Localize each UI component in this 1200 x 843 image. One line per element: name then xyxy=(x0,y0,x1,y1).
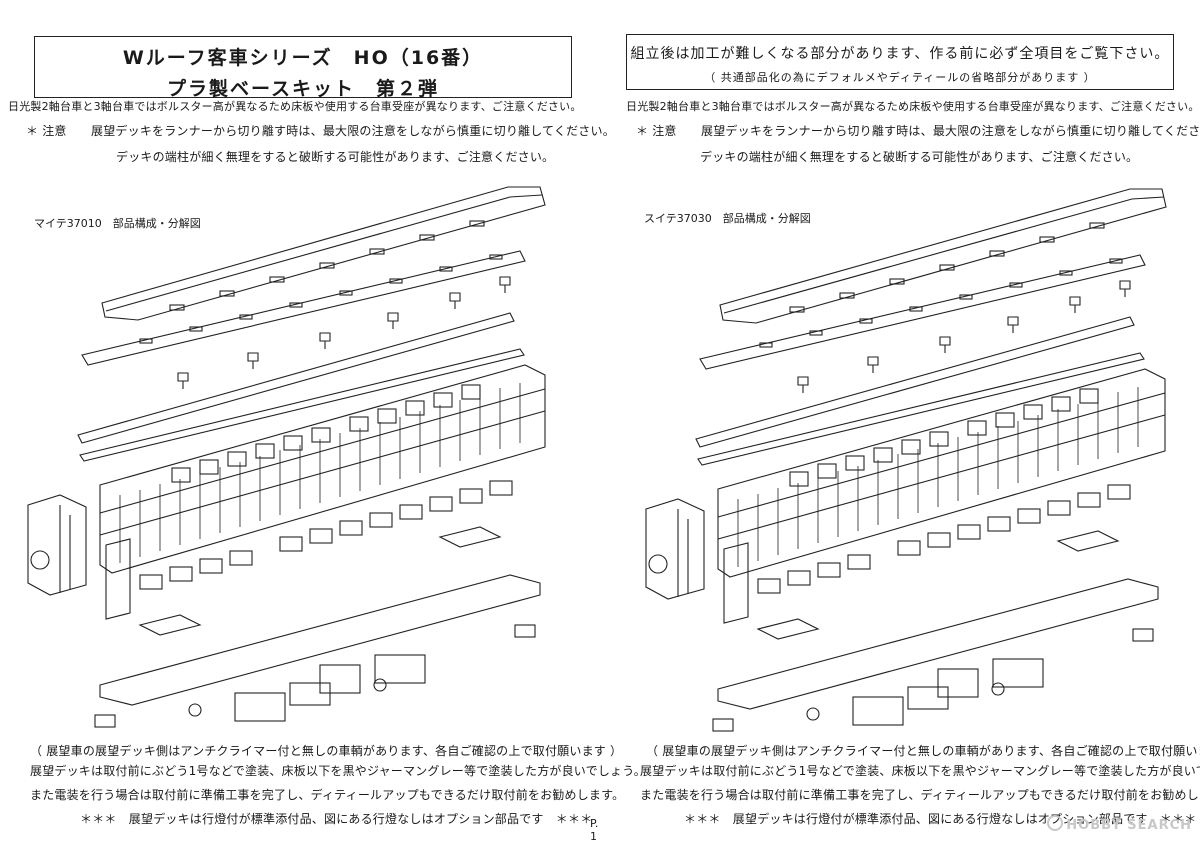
deck-caution-2: デッキの端柱が細く無理をすると破断する可能性があります、ご注意ください。 xyxy=(116,150,555,164)
watermark-logo-icon xyxy=(1047,815,1064,831)
roof-vents xyxy=(789,222,1105,313)
side-panels xyxy=(737,387,1139,567)
underframe xyxy=(717,578,1159,710)
roof-rail xyxy=(77,312,515,444)
exploded-diagram xyxy=(645,188,1167,732)
underframe xyxy=(99,574,541,706)
clerestory-part xyxy=(81,250,526,366)
figure-caption: スイテ37030 部品構成・分解図 xyxy=(644,212,811,225)
clerestory-windows xyxy=(139,254,503,344)
notice-box: 組立後は加工が難しくなる部分があります、作る前に必ず全項目をご覧下さい。 （ 共… xyxy=(626,34,1174,90)
footer-note-2: 展望デッキは取付前にぶどう1号などで塗装、床板以下を黒やジャーマングレー等で塗装… xyxy=(30,764,646,778)
upper-windows xyxy=(171,384,481,483)
footer-note-4: ＊＊＊ 展望デッキは行燈付が標準添付品、図にある行燈なしはオプション部品です ＊… xyxy=(80,812,593,826)
page-number: P. 1 xyxy=(590,817,599,843)
left-page: Wルーフ客車シリーズ HO（16番） プラ製ベースキット 第２弾 日光製2軸台車… xyxy=(0,0,646,843)
bogie-parts xyxy=(94,624,536,728)
bogie-parts xyxy=(712,628,1154,732)
bolster-note: 日光製2軸台車と3軸台車ではボルスター高が異なるため床板や使用する台車受座が異な… xyxy=(626,100,1200,113)
roof-part xyxy=(719,188,1167,324)
notice-line-1: 組立後は加工が難しくなる部分があります、作る前に必ず全項目をご覧下さい。 xyxy=(630,46,1170,62)
window-inserts xyxy=(757,484,1131,594)
watermark: HOBBY SEARCH xyxy=(1047,815,1192,833)
deck-caution-1: ＊ 注意 展望デッキをランナーから切り離す時は、最大限の注意をしながら慎重に切り… xyxy=(636,124,1200,138)
exploded-diagram xyxy=(27,186,546,728)
observation-deck xyxy=(645,498,705,600)
ventilators xyxy=(177,276,511,389)
figure-caption: マイテ37010 部品構成・分解図 xyxy=(34,217,201,230)
clerestory-part xyxy=(699,254,1146,370)
footer-note-2: 展望デッキは取付前にぶどう1号などで塗装、床板以下を黒やジャーマングレー等で塗装… xyxy=(640,764,1200,778)
car-body-side xyxy=(99,364,546,574)
ventilators xyxy=(797,280,1131,393)
footer-note-3: また電装を行う場合は取付前に準備工事を完了し、ディティールアップもできるだけ取付… xyxy=(30,788,625,802)
upper-windows xyxy=(789,388,1099,487)
car-body-side xyxy=(717,368,1166,578)
observation-deck xyxy=(27,494,87,596)
right-page: 組立後は加工が難しくなる部分があります、作る前に必ず全項目をご覧下さい。 （ 共… xyxy=(600,0,1200,839)
end-partition xyxy=(723,542,749,624)
bolster-note: 日光製2軸台車と3軸台車ではボルスター高が異なるため床板や使用する台車受座が異な… xyxy=(8,100,582,113)
series-title: Wルーフ客車シリーズ HO（16番） xyxy=(122,47,484,69)
roof-rail xyxy=(695,316,1135,448)
window-inserts xyxy=(139,480,513,590)
watermark-text: HOBBY SEARCH xyxy=(1066,818,1192,833)
series-subtitle: プラ製ベースキット 第２弾 xyxy=(166,78,440,100)
roof-vents xyxy=(169,220,485,311)
footer-note-1: （ 展望車の展望デッキ側はアンチクライマー付と無しの車輌があります、各自ご確認の… xyxy=(646,744,1200,758)
notice-line-2: （ 共通部品化の為にデフォルメやディティールの省略部分があります ） xyxy=(704,71,1096,84)
deck-caution-1: ＊ 注意 展望デッキをランナーから切り離す時は、最大限の注意をしながら慎重に切り… xyxy=(26,124,615,138)
series-title-box: Wルーフ客車シリーズ HO（16番） プラ製ベースキット 第２弾 xyxy=(34,36,572,100)
end-partition xyxy=(105,538,131,620)
footer-note-4: ＊＊＊ 展望デッキは行燈付が標準添付品、図にある行燈なしはオプション部品です ＊… xyxy=(684,812,1197,826)
footer-note-3: また電装を行う場合は取付前に準備工事を完了し、ディティールアップもできるだけ取付… xyxy=(640,788,1200,802)
deck-caution-2: デッキの端柱が細く無理をすると破断する可能性があります、ご注意ください。 xyxy=(700,150,1139,164)
footer-note-1: （ 展望車の展望デッキ側はアンチクライマー付と無しの車輌があります、各自ご確認の… xyxy=(30,744,623,758)
side-panels xyxy=(119,383,521,563)
clerestory-windows xyxy=(759,258,1123,348)
roof-part xyxy=(101,186,546,321)
